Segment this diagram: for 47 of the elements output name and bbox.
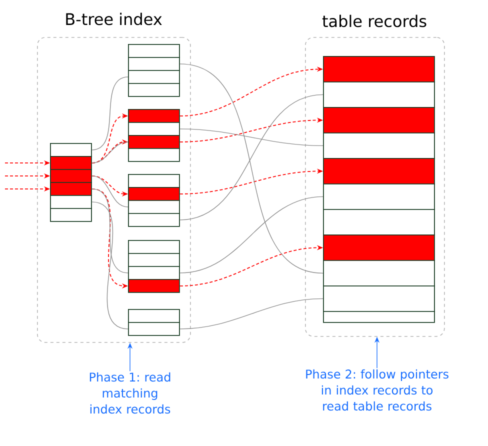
phase-note: Phase 1: read matching index records	[90, 372, 170, 414]
record-cell	[323, 132, 435, 159]
record-cell	[50, 195, 92, 209]
record-cell	[50, 156, 92, 170]
phase-note: Phase 2: follow pointers in index records to read table records	[306, 369, 448, 411]
connector-line	[180, 298, 324, 330]
record-cell	[128, 109, 180, 123]
record-cell	[128, 240, 180, 254]
record-cell	[128, 148, 180, 162]
group-heading: B-tree index	[66, 12, 162, 26]
record-cell	[323, 260, 435, 286]
connector-line	[180, 94, 324, 220]
record-cell	[50, 169, 92, 183]
record-cell	[323, 184, 435, 210]
record-cell	[128, 322, 180, 336]
record-cell	[50, 208, 92, 222]
record-cell	[128, 279, 180, 293]
record-cell	[323, 311, 435, 323]
connector-line	[92, 188, 128, 274]
record-cell	[128, 309, 180, 323]
connector-line	[180, 128, 324, 146]
connector-line	[180, 196, 324, 274]
record-cell	[128, 57, 180, 71]
record-cell	[128, 253, 180, 267]
record-cell	[128, 213, 180, 227]
record-cell	[50, 182, 92, 196]
connector-line	[180, 64, 324, 274]
group-heading: table records	[322, 14, 426, 28]
connector-line	[92, 176, 128, 208]
connector-line	[92, 76, 128, 150]
record-cell	[128, 70, 180, 84]
record-cell	[323, 107, 435, 134]
record-cell	[128, 83, 180, 97]
record-cell	[323, 209, 435, 236]
record-cell	[323, 234, 435, 261]
record-cell	[128, 187, 180, 201]
record-cell	[323, 82, 435, 108]
record-cell	[323, 158, 435, 184]
record-cell	[128, 135, 180, 149]
record-cell	[128, 174, 180, 188]
record-cell	[50, 143, 92, 157]
record-cell	[128, 122, 180, 136]
record-cell	[128, 266, 180, 280]
record-cell	[128, 44, 180, 58]
record-cell	[323, 56, 435, 82]
record-cell	[128, 200, 180, 214]
connector-line	[92, 202, 128, 330]
